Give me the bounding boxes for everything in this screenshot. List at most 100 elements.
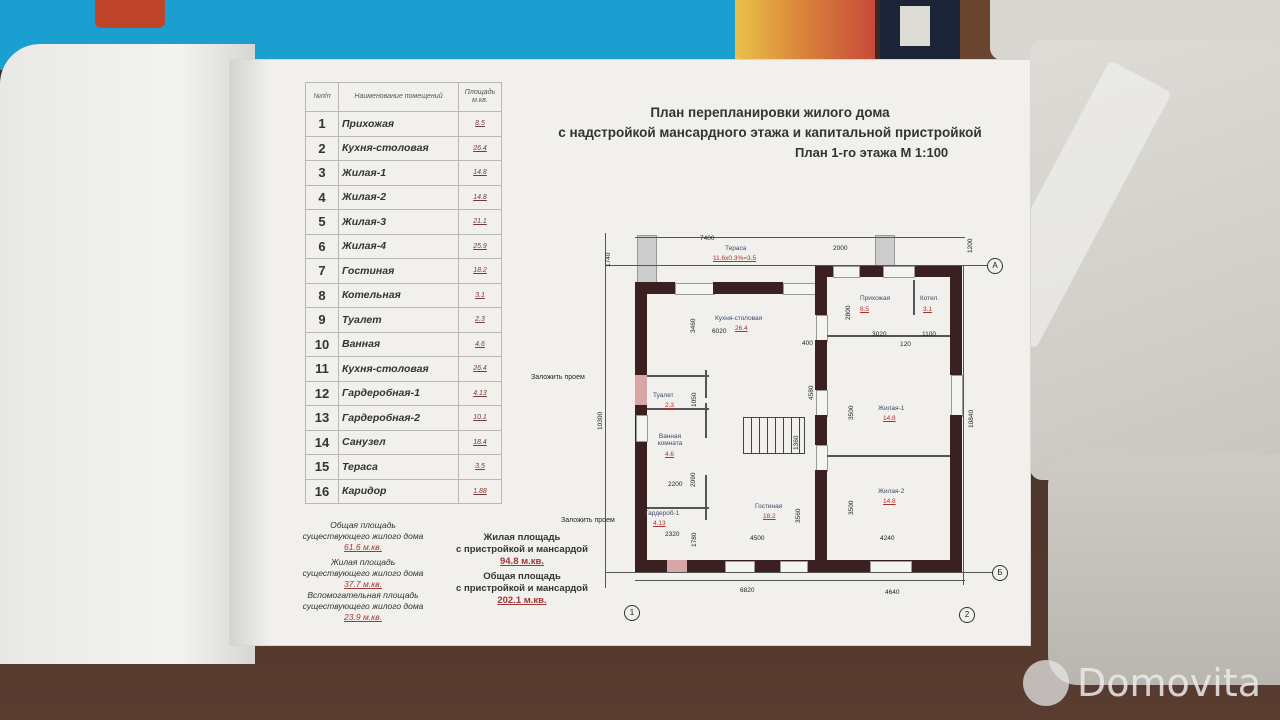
room-area-lounge: 18.2: [763, 513, 776, 520]
room-area: 3.1: [458, 282, 502, 308]
dim-1050: 1050: [691, 392, 698, 407]
room-schedule-table: №п/п Наименование помещений Площадь м.кв…: [305, 82, 502, 504]
room-name: Котельная: [338, 282, 459, 308]
dim-10840: 10840: [968, 409, 975, 428]
wall: [815, 340, 827, 390]
window: [951, 375, 963, 417]
room-number: 12: [305, 380, 339, 406]
axis-marker-b: Б: [992, 565, 1008, 581]
room-number: 9: [305, 307, 339, 333]
dim-2320: 2320: [665, 531, 680, 538]
dim-line: [963, 265, 964, 585]
page-fold-shadow: [230, 60, 270, 645]
dim-3020: 3020: [872, 331, 887, 338]
dim-line: [605, 233, 606, 588]
dim-2200: 2200: [668, 481, 683, 488]
room-area-boiler: 3.1: [923, 306, 933, 313]
room-label-kitchen: Кухня-столовая: [715, 315, 763, 322]
dim-line: [635, 580, 965, 581]
axis-line-a: [605, 265, 995, 266]
dim-3500-a: 3500: [848, 405, 855, 420]
dim-6020: 6020: [712, 328, 727, 335]
staircase: [743, 417, 805, 454]
dim-4240: 4240: [880, 535, 895, 542]
wall: [815, 265, 827, 315]
room-name: Жилая-4: [338, 233, 459, 259]
note-block-opening-1: Заложить проем: [531, 374, 585, 381]
wall: [635, 282, 675, 294]
room-label-living-1: Жилая-1: [878, 405, 905, 412]
room-label-bathroom: Ванная комната: [657, 433, 683, 447]
dim-2800: 2800: [845, 305, 852, 320]
axis-marker-a: А: [987, 258, 1003, 274]
room-number: 16: [305, 478, 339, 504]
dim-400: 400: [802, 340, 813, 347]
room-area: 4.13: [458, 380, 502, 406]
room-name: Гардеробная-1: [338, 380, 459, 406]
opening-to-block: [635, 375, 647, 405]
dim-4580: 4580: [808, 385, 815, 400]
door: [883, 266, 915, 278]
dim-3560: 3560: [795, 508, 802, 523]
room-label-terrace: Тераса: [725, 245, 747, 252]
room-area: 21.1: [458, 209, 502, 235]
room-number: 1: [305, 111, 339, 137]
room-number: 2: [305, 135, 339, 161]
door: [816, 445, 828, 472]
plan-subtitle: План 1-го этажа М 1:100: [795, 145, 949, 160]
room-number: 3: [305, 160, 339, 186]
window: [833, 266, 860, 278]
dim-3460: 3460: [690, 318, 697, 333]
partition: [913, 280, 915, 315]
dim-1360: 1360: [793, 435, 800, 450]
room-area-kitchen: 26.4: [735, 325, 748, 332]
room-number: 8: [305, 282, 339, 308]
room-number: 10: [305, 331, 339, 357]
dim-2090: 2090: [690, 472, 697, 487]
room-label-toilet: Туалет: [653, 392, 674, 399]
wall: [815, 415, 827, 445]
partition: [827, 335, 950, 337]
room-label-wardrobe: Гардероб-1: [645, 510, 680, 517]
window: [816, 315, 828, 342]
room-number: 14: [305, 429, 339, 455]
room-area-hallway: 8.5: [860, 306, 870, 313]
folded-towel: [1048, 455, 1280, 685]
red-object: [95, 0, 165, 28]
axis-marker-1: 1: [624, 605, 640, 621]
room-area: 25.9: [458, 233, 502, 259]
room-number: 7: [305, 258, 339, 284]
dim-2000: 2000: [833, 245, 848, 252]
domovita-logo-icon: [1023, 660, 1069, 706]
room-number: 6: [305, 233, 339, 259]
window: [675, 283, 715, 295]
room-label-living-2: Жилая-2: [878, 488, 905, 495]
room-label-lounge: Гостиная: [755, 503, 783, 510]
axis-line-b: [605, 572, 995, 573]
dim-6820: 6820: [740, 587, 755, 594]
wall: [950, 265, 962, 375]
header-num: №п/п: [305, 82, 339, 112]
room-area-bathroom: 4.6: [665, 451, 675, 458]
room-area: 3.5: [458, 454, 502, 480]
room-name: Санузел: [338, 429, 459, 455]
medicine-pack: [880, 0, 960, 60]
dim-1200: 1200: [967, 238, 974, 253]
room-number: 11: [305, 356, 339, 382]
header-name: Наименование помещений: [338, 82, 459, 112]
domovita-watermark: Domovita: [1023, 660, 1261, 706]
partition: [705, 403, 707, 438]
room-name: Жилая-2: [338, 184, 459, 210]
